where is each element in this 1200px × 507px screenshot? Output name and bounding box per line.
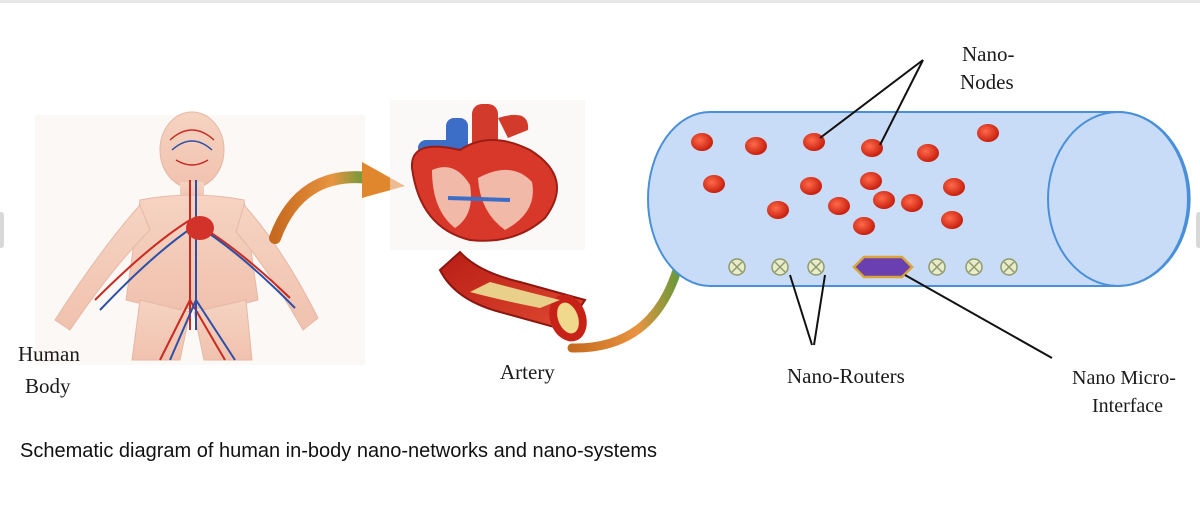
scroll-right-handle[interactable] [1196, 212, 1200, 248]
nano-router-icon [928, 258, 946, 276]
nano-node-icon [941, 211, 963, 229]
nano-node-icon [901, 194, 923, 212]
nano-nodes-group [691, 124, 999, 235]
nano-node-icon [745, 137, 767, 155]
nano-routers-label: Nano-Routers [787, 364, 905, 388]
nano-node-icon [853, 217, 875, 235]
nano-router-icon [728, 258, 746, 276]
nano-interface-icon [852, 255, 914, 279]
nano-node-icon [828, 197, 850, 215]
nano-routers-group [728, 258, 1018, 276]
heart-illustration [390, 100, 585, 250]
nano-node-icon [943, 178, 965, 196]
human-body-illustration [35, 111, 365, 365]
nano-router-icon [771, 258, 789, 276]
nano-nodes-label-line1: Nano- [962, 42, 1015, 66]
human-body-label-line2: Body [25, 374, 71, 398]
nano-node-icon [800, 177, 822, 195]
nano-node-icon [803, 133, 825, 151]
figure-caption: Schematic diagram of human in-body nano-… [20, 440, 657, 462]
nano-router-icon [1000, 258, 1018, 276]
leader-lines [789, 59, 1053, 359]
scroll-left-handle[interactable] [0, 212, 4, 248]
top-divider [0, 0, 1200, 3]
nano-nodes-label-line2: Nodes [960, 70, 1014, 94]
nano-node-icon [767, 201, 789, 219]
human-body-label-line1: Human [18, 342, 80, 366]
nano-node-icon [691, 133, 713, 151]
nano-interface-label-line1: Nano Micro- [1072, 367, 1176, 389]
nano-router-icon [965, 258, 983, 276]
nano-interface-label-line2: Interface [1092, 395, 1164, 417]
nano-node-icon [860, 172, 882, 190]
nano-node-icon [873, 191, 895, 209]
nano-node-icon [917, 144, 939, 162]
nano-router-icon [807, 258, 825, 276]
artery-illustration [438, 250, 587, 342]
nano-node-icon [861, 139, 883, 157]
nano-node-icon [703, 175, 725, 193]
nano-node-icon [977, 124, 999, 142]
artery-label: Artery [500, 360, 555, 384]
